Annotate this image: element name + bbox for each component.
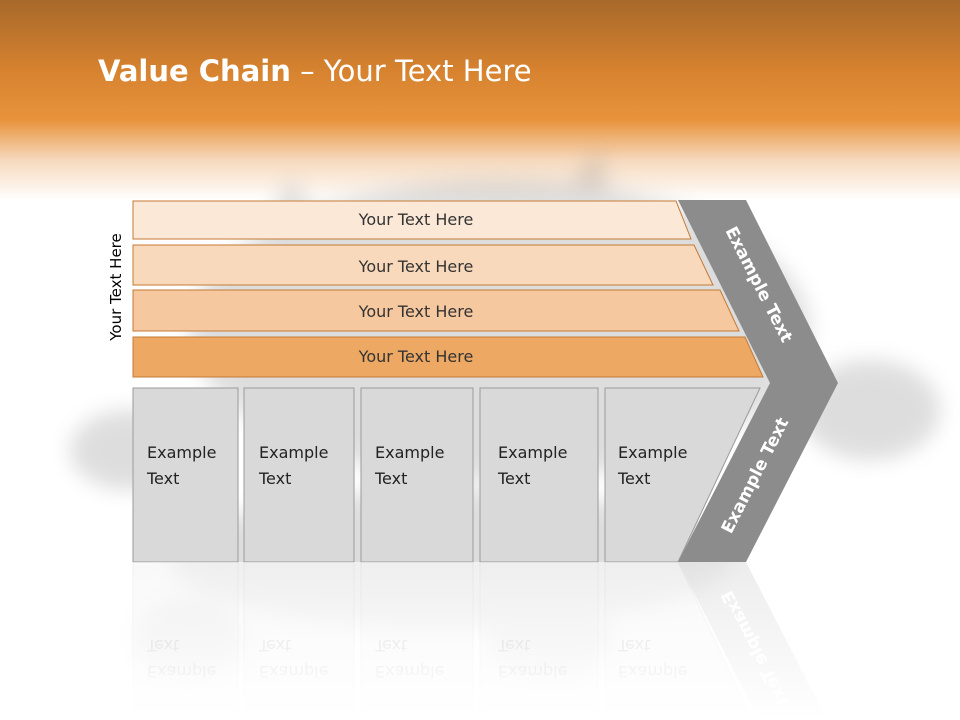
box-5-line1: Example bbox=[618, 443, 687, 462]
box-2-line1: Example bbox=[259, 443, 328, 462]
box-4-line1: Example bbox=[498, 443, 567, 462]
bar-2-label: Your Text Here bbox=[358, 257, 474, 276]
box-3-line2: Text bbox=[374, 469, 407, 488]
title-rest: – Your Text Here bbox=[290, 54, 532, 88]
bar-4: Your Text Here bbox=[132, 336, 764, 378]
box-3-line1: Example bbox=[375, 443, 444, 462]
bar-2: Your Text Here bbox=[132, 244, 714, 286]
header-band bbox=[0, 0, 960, 200]
title-bold: Value Chain bbox=[98, 54, 291, 88]
box-4: Example Text bbox=[479, 387, 599, 563]
diagram-reflection: Example Text Example Text Example Text E… bbox=[0, 562, 960, 720]
bar-3-label: Your Text Here bbox=[358, 302, 474, 321]
box-1: Example Text bbox=[132, 387, 239, 563]
page-title: Value Chain – Your Text Here bbox=[98, 54, 532, 88]
box-1-line2: Text bbox=[146, 469, 179, 488]
box-4-line2: Text bbox=[497, 469, 530, 488]
bar-1: Your Text Here bbox=[132, 200, 692, 240]
box-2: Example Text bbox=[243, 387, 355, 563]
bar-3: Your Text Here bbox=[132, 289, 740, 332]
box-1-line1: Example bbox=[147, 443, 216, 462]
bar-1-label: Your Text Here bbox=[358, 210, 474, 229]
box-5-line2: Text bbox=[617, 469, 650, 488]
box-3: Example Text bbox=[360, 387, 474, 563]
bar-4-label: Your Text Here bbox=[358, 347, 474, 366]
box-2-line2: Text bbox=[258, 469, 291, 488]
